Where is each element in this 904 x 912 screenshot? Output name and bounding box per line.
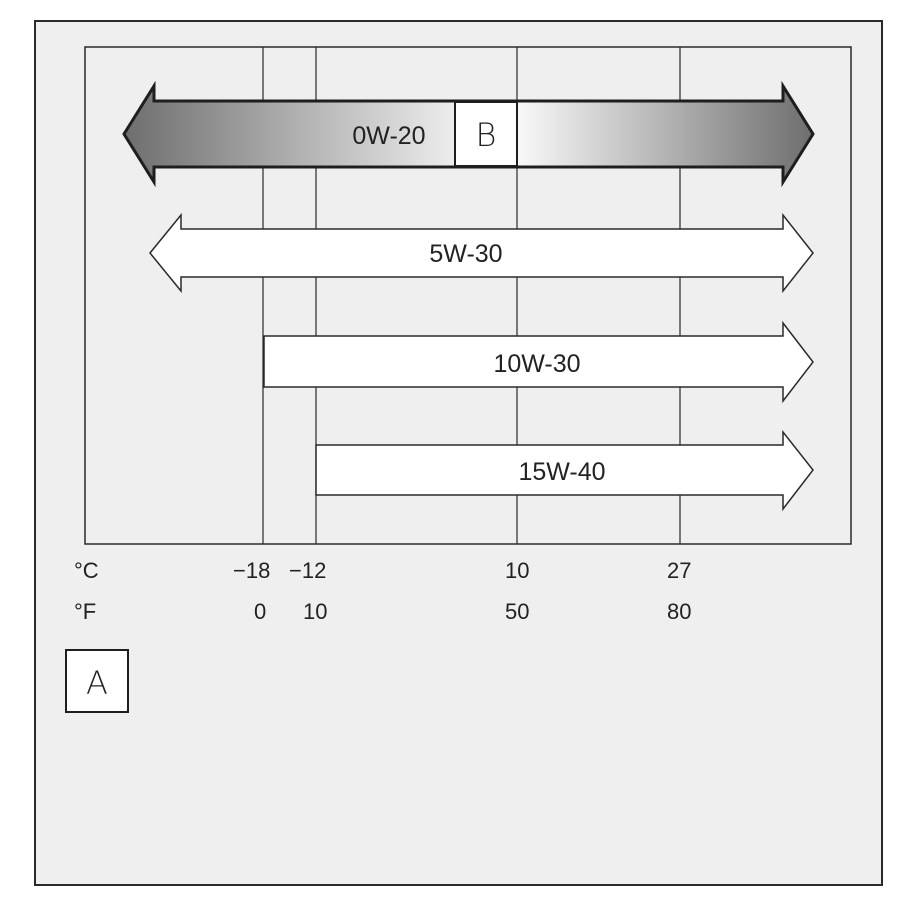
oil-label-0w20: 0W-20 [352,122,425,150]
tick-celsius: −12 [289,558,326,583]
tick-celsius: −18 [233,558,270,583]
tick-celsius: 10 [505,558,529,583]
unit-celsius: °C [74,558,99,583]
callout-a-box [65,649,129,713]
oil-arrow-10w30 [263,320,814,404]
oil-arrow-5w30 [149,212,814,294]
oil-label-5w30: 5W-30 [429,240,502,268]
oil-arrow-15w40 [315,429,814,512]
unit-fahrenheit: °F [74,599,96,624]
tick-celsius: 27 [667,558,691,583]
tick-fahrenheit: 10 [303,599,327,624]
tick-fahrenheit: 0 [254,599,266,624]
oil-label-15w40: 15W-40 [518,458,605,486]
callout-b-label: B [476,116,497,154]
callout-a-label: A [86,664,108,702]
chart-box [84,46,852,545]
oil-label-10w30: 10W-30 [493,350,580,378]
tick-fahrenheit: 80 [667,599,691,624]
tick-fahrenheit: 50 [505,599,529,624]
callout-b-box [454,101,518,167]
